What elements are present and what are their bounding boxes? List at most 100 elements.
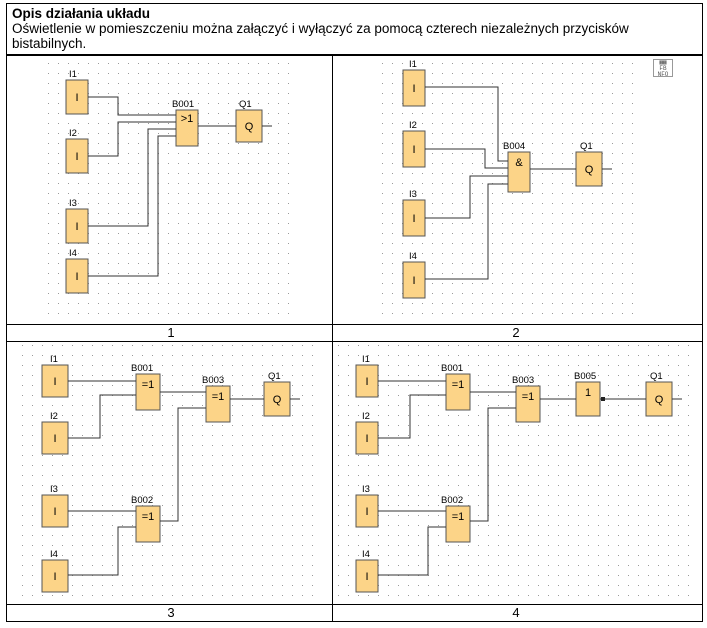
diagram4-input-1: I1I — [355, 354, 379, 398]
diagram3-wire-b002 — [160, 407, 206, 522]
diagram4-block-b003-label: B003 — [512, 375, 534, 386]
diagram1-input-2-label: I2 — [69, 128, 77, 139]
diagram3-input-1: I1I — [41, 354, 69, 398]
diagram4-input-4-label: I4 — [362, 549, 370, 560]
diagram4-input-2: I2I — [355, 411, 379, 455]
diagram2-input-2-symbol: I — [412, 144, 415, 156]
diagram4-block-b003: B003 =1 — [512, 375, 541, 423]
diagram3-block-b001: B001=1 — [131, 363, 161, 411]
diagram1-input-1-symbol: I — [75, 92, 78, 104]
diagram1-input-4-symbol: I — [75, 271, 78, 283]
description-box: Opis działania układu Oświetlenie w pomi… — [6, 3, 703, 55]
diagram3-output-q1: Q1Q — [263, 371, 291, 417]
diagram3-input-1-symbol: I — [53, 376, 56, 388]
diagram2-block-b004-symbol: & — [515, 157, 523, 169]
diagram3-wire-2 — [68, 394, 136, 439]
diagram-grid — [6, 55, 703, 622]
diagram4-block-b003-symbol: =1 — [522, 391, 535, 403]
diagram1-block-b001-label: B001 — [172, 99, 194, 110]
diagram4-input-3-symbol: I — [365, 506, 368, 518]
diagram1-input-3: I3I — [65, 198, 89, 244]
grid-divider-1 — [7, 324, 702, 325]
grid-divider-2 — [7, 341, 702, 342]
diagram4-wire-b002 — [470, 407, 516, 522]
diagram4-block-b005-symbol: 1 — [585, 387, 591, 399]
diagram4-input-3-label: I3 — [362, 484, 370, 495]
diagram4-input-4-symbol: I — [365, 571, 368, 583]
diagram1-input-1: I1I — [65, 69, 89, 115]
diagram4-wire-4 — [378, 526, 446, 576]
diagram4-block-b001-symbol: =1 — [452, 379, 465, 391]
diagram3-block-b002: B002=1 — [131, 495, 161, 543]
diagram2-input-4-symbol: I — [412, 275, 415, 287]
diagram1-wire-2 — [88, 121, 176, 157]
diagram3-block-b001-symbol: =1 — [142, 379, 155, 391]
grid-vertical-divider — [332, 56, 333, 621]
description-title: Opis działania układu — [12, 6, 151, 21]
diagram1-input-3-label: I3 — [69, 198, 77, 209]
diagram2-input-3-label: I3 — [409, 189, 417, 200]
diagram4-block-b002-symbol: =1 — [452, 511, 465, 523]
grid-dots — [22, 345, 313, 596]
diagram3-block-b003-label: B003 — [202, 375, 224, 386]
diagram3-input-4: I4I — [41, 549, 69, 593]
diagram2-input-2-label: I2 — [409, 120, 417, 131]
description-text: Oświetlenie w pomieszczeniu można załącz… — [12, 21, 629, 51]
diagram1-wire-3 — [88, 128, 176, 227]
diagram2-input-1: I1I — [402, 59, 426, 107]
diagram4-input-3: I3I — [355, 484, 379, 528]
grid-divider-3 — [7, 604, 702, 605]
diagram2-block-b004: B004 & — [503, 141, 531, 193]
diagram3-input-2-label: I2 — [50, 411, 58, 422]
diagram4-input-4: I4I — [355, 549, 379, 593]
diagram1-output-q1-label: Q1 — [239, 99, 252, 110]
diagram3-output-q1-label: Q1 — [268, 371, 281, 382]
diagram4-input-2-label: I2 — [362, 411, 370, 422]
diagram1-block-b001: B001 >1 — [172, 99, 199, 147]
diagram3-input-3-label: I3 — [50, 484, 58, 495]
diagram1-input-1-label: I1 — [69, 69, 77, 80]
diagram4-input-1-symbol: I — [365, 376, 368, 388]
diagram1-input-3-symbol: I — [75, 221, 78, 233]
diagram2-wire-2 — [425, 148, 508, 169]
diagram2-wire-3 — [425, 175, 508, 219]
diagram2-input-1-label: I1 — [409, 59, 417, 70]
diagram3-block-b003-symbol: =1 — [212, 391, 225, 403]
diagram4-block-b001: B001 =1 — [441, 363, 471, 411]
diagram1-output-q1: Q1Q — [235, 99, 263, 143]
diagram4-block-b001-label: B001 — [441, 363, 463, 374]
diagram4-output-q1-label: Q1 — [650, 371, 663, 382]
diagram2-output-q1-symbol: Q — [585, 164, 594, 176]
diagram3-block-b003: B003 =1 — [202, 375, 231, 423]
diagram2-input-1-symbol: I — [412, 83, 415, 95]
diagram3-input-2: I2I — [41, 411, 69, 455]
caption-2: 2 — [512, 325, 520, 340]
diagram2-wire-4 — [425, 183, 508, 280]
grid-dots — [48, 63, 289, 314]
diagram3-wire-4 — [68, 526, 136, 576]
diagram4-input-2-symbol: I — [365, 433, 368, 445]
diagram2-input-3: I3I — [402, 189, 426, 237]
diagram3-block-b002-symbol: =1 — [142, 511, 155, 523]
diagram1-input-4-label: I4 — [69, 248, 77, 259]
diagram2-input-3-symbol: I — [412, 213, 415, 225]
diagram1-wire-4 — [88, 135, 176, 277]
diagram4-block-b002-label: B002 — [441, 495, 463, 506]
diagram1-input-2: I2I — [65, 128, 89, 174]
diagram1-wire-1 — [88, 96, 176, 116]
diagram2-block-b004-label: B004 — [503, 141, 525, 152]
diagram2-input-4: I4I — [402, 251, 426, 299]
diagram3-input-4-symbol: I — [53, 571, 56, 583]
diagram4-output-q1-symbol: Q — [655, 394, 664, 406]
diagram2-input-4-label: I4 — [409, 251, 417, 262]
diagram4-block-b002: B002 =1 — [441, 495, 471, 543]
diagram4-negation-marker — [601, 397, 605, 401]
diagram4-output-q1: Q1Q — [645, 371, 673, 417]
diagram3-input-2-symbol: I — [53, 433, 56, 445]
diagram1-block-b001-symbol: >1 — [181, 113, 194, 125]
diagram4-wire-2 — [378, 394, 446, 439]
caption-4: 4 — [512, 605, 520, 620]
diagram3-output-q1-symbol: Q — [273, 394, 282, 406]
